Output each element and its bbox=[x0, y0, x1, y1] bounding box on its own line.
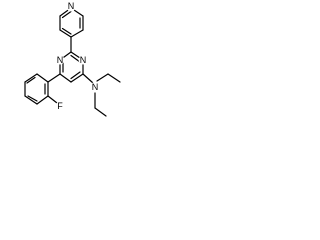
fluorophenyl-ring bbox=[24, 73, 49, 105]
bond bbox=[24, 95, 38, 105]
chemical-structure: N N N N F bbox=[24, 1, 121, 117]
bond bbox=[61, 27, 72, 35]
bond bbox=[70, 73, 84, 83]
bond bbox=[70, 54, 81, 63]
bond bbox=[107, 73, 121, 83]
bond bbox=[70, 29, 84, 38]
atom-labels: N N N N F bbox=[55, 1, 100, 111]
bond bbox=[70, 71, 81, 80]
bond bbox=[47, 95, 58, 104]
bond bbox=[61, 10, 72, 19]
bond bbox=[59, 29, 72, 38]
bond bbox=[36, 95, 49, 105]
amine-nitrogen-label: N bbox=[92, 82, 99, 92]
bond bbox=[27, 95, 38, 102]
fluorine-label: F bbox=[57, 101, 63, 111]
pyridine-nitrogen-label: N bbox=[68, 1, 75, 11]
pyrimidine-nitrogen-label: N bbox=[80, 55, 87, 65]
pyrimidine-nitrogen-label: N bbox=[57, 55, 64, 65]
bond bbox=[82, 73, 94, 84]
bond bbox=[36, 73, 49, 83]
bond bbox=[94, 107, 107, 117]
bond bbox=[47, 73, 61, 83]
diethylamino-group bbox=[94, 73, 121, 117]
bond bbox=[59, 73, 72, 83]
bond bbox=[96, 73, 109, 82]
bond bbox=[26, 76, 36, 84]
bond bbox=[24, 73, 38, 83]
pyridine-ring bbox=[59, 7, 84, 38]
